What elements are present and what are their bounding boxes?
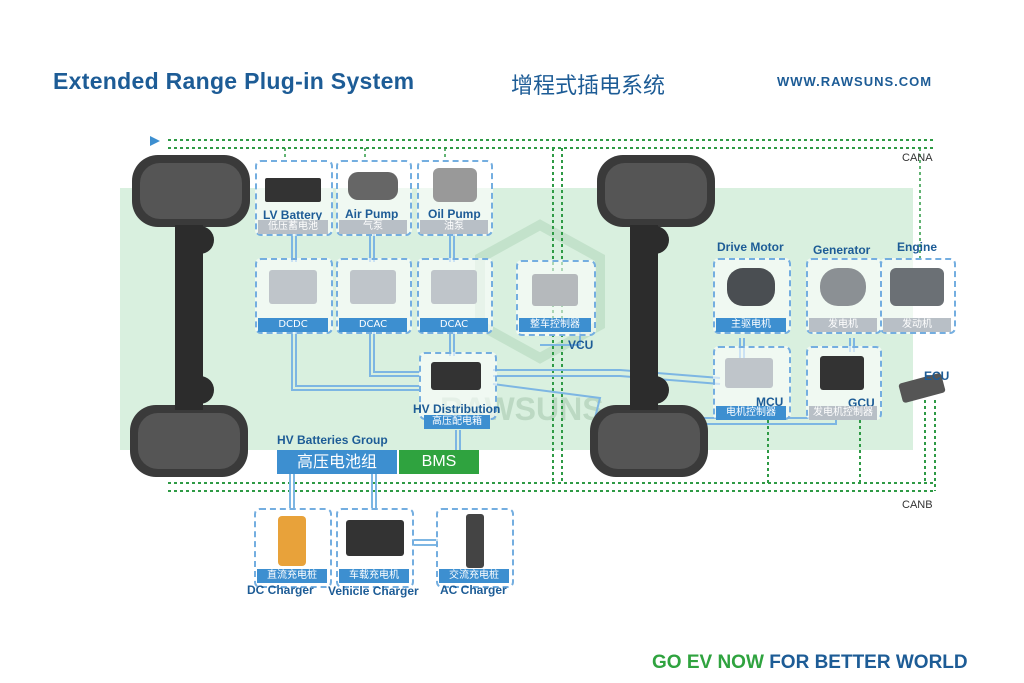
generator-icon <box>820 268 866 306</box>
gcu-module-icon <box>820 356 864 390</box>
ecu-module-icon <box>898 373 946 403</box>
hv-distribution-label: HV Distribution <box>413 402 501 416</box>
dcdc-tag: DCDC <box>258 318 328 332</box>
vcu-cn-tag: 整车控制器 <box>519 318 591 332</box>
vehicle-charger-cn-tag: 车载充电机 <box>339 569 409 583</box>
engine-cn-tag: 发动机 <box>883 318 951 332</box>
website-link[interactable]: WWW.RAWSUNS.COM <box>777 74 933 89</box>
ac-charger-label: AC Charger <box>440 583 507 597</box>
hv-batteries-block[interactable]: 高压电池组 <box>277 450 397 474</box>
oil-pump-cn-tag: 油泵 <box>420 220 488 234</box>
gcu-cn-tag: 发电机控制器 <box>809 406 877 420</box>
vcu-module-icon <box>532 274 578 306</box>
dcac-tag-2: DCAC <box>420 318 488 332</box>
ac-charger-cn-tag: 交流充电桩 <box>439 569 509 583</box>
vehicle-charger-icon <box>346 520 404 556</box>
right-suspension <box>630 225 669 410</box>
dcac-module-icon <box>350 270 396 304</box>
canb-label: CANB <box>902 499 933 511</box>
generator-cn-tag: 发电机 <box>809 318 877 332</box>
dcac-module-icon-2 <box>431 270 477 304</box>
generator-label: Generator <box>813 243 871 257</box>
page-title-chinese: 增程式插电系统 <box>511 74 666 99</box>
cana-arrow-icon <box>150 136 160 146</box>
lv-battery-cn-tag: 低压蓄电池 <box>258 220 328 234</box>
mcu-cn-tag: 电机控制器 <box>716 406 786 420</box>
oil-pump-icon <box>433 168 477 202</box>
vehicle-charger-label: Vehicle Charger <box>328 584 419 598</box>
air-pump-icon <box>348 172 398 200</box>
engine-label: Engine <box>897 240 938 254</box>
ac-charger-icon <box>466 514 484 568</box>
drive-motor-cn-tag: 主驱电机 <box>716 318 786 332</box>
hv-distribution-box[interactable] <box>419 352 497 420</box>
drive-motor-icon <box>727 268 775 306</box>
drive-motor-label: Drive Motor <box>717 240 784 254</box>
rear-left-wheel <box>130 405 248 477</box>
dcac-tag-1: DCAC <box>339 318 407 332</box>
cana-label: CANA <box>902 152 933 164</box>
bms-block[interactable]: BMS <box>399 450 479 474</box>
front-right-wheel <box>597 155 715 227</box>
engine-icon <box>890 268 944 306</box>
page-title: Extended Range Plug-in System <box>53 68 415 94</box>
vcu-label: VCU <box>568 338 594 352</box>
lv-battery-label: LV Battery <box>263 208 323 222</box>
dc-charger-cn-tag: 直流充电桩 <box>257 569 327 583</box>
slogan-green-text: GO EV NOW <box>652 652 764 673</box>
oil-pump-label: Oil Pump <box>428 207 481 221</box>
hv-batteries-label: HV Batteries Group <box>277 433 388 447</box>
hv-distribution-cn-tag: 高压配电箱 <box>424 415 490 429</box>
ecu-label: ECU <box>924 369 950 383</box>
dc-charger-icon <box>278 516 306 566</box>
rear-right-wheel <box>590 405 708 477</box>
footer-slogan: GO EV NOW FOR BETTER WORLD <box>652 652 968 674</box>
mcu-label: MCU <box>756 395 784 409</box>
dc-charger-label: DC Charger <box>247 583 314 597</box>
air-pump-cn-tag: 气泵 <box>339 220 407 234</box>
battery-icon <box>265 178 321 202</box>
front-left-wheel <box>132 155 250 227</box>
air-pump-label: Air Pump <box>345 207 399 221</box>
mcu-module-icon <box>725 358 773 388</box>
slogan-blue-text: FOR BETTER WORLD <box>769 652 968 673</box>
left-suspension <box>175 225 214 410</box>
dcdc-module-icon <box>269 270 317 304</box>
hv-distribution-icon <box>431 362 481 390</box>
